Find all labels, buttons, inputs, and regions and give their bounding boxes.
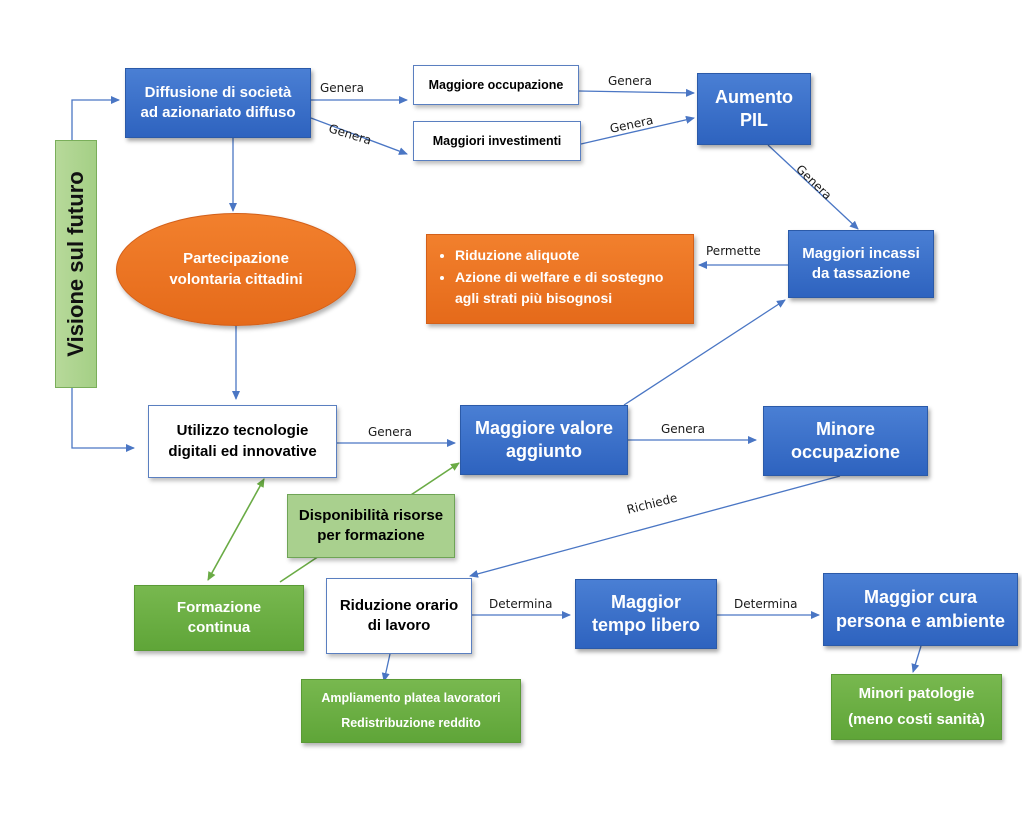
benefits-item-2: Azione di welfare e di sostegno agli str…	[455, 267, 683, 310]
gdp-up-node: Aumento PIL	[697, 73, 811, 145]
arrow-occupation-gdp	[578, 88, 695, 97]
occupation-down-line-2: occupazione	[790, 442, 901, 462]
resources-line-1: Disponibilità risorse	[298, 506, 444, 524]
tax-line-1: Maggiori incassi	[802, 244, 920, 262]
benefits-list: Riduzione aliquote Azione di welfare e d…	[441, 245, 683, 310]
pathologies-node: Minori patologie (meno costi sanità)	[831, 674, 1002, 740]
training-resources-node: Disponibilità risorse per formazione	[287, 494, 455, 558]
occupation-down-node: Minore occupazione	[763, 406, 928, 476]
arrow-diffusion-investments	[310, 117, 408, 155]
participation-line-1: Partecipazione	[183, 250, 289, 268]
edge-label-determina-1: Determina	[489, 597, 553, 611]
workers-line-1: Ampliamento platea lavoratori	[321, 691, 501, 705]
resources-line-2: per formazione	[317, 527, 425, 544]
edge-label-genera-7: Genera	[661, 422, 705, 436]
continuous-training-node: Formazione continua	[134, 585, 304, 651]
gdp-line-1: Aumento	[715, 86, 793, 107]
workers-line-2: Redistribuzione reddito	[341, 716, 481, 730]
occupation-up-node: Maggiore occupazione	[413, 65, 579, 105]
edge-label-permette: Permette	[706, 244, 761, 258]
workers-node: Ampliamento platea lavoratori Redistribu…	[301, 679, 521, 743]
edge-label-determina-2: Determina	[734, 597, 798, 611]
hours-reduction-node: Riduzione orario di lavoro	[326, 578, 472, 654]
edge-label-genera-6: Genera	[368, 425, 412, 439]
diffusion-line-1: Diffusione di società	[144, 83, 292, 101]
arrow-gdp-tax	[767, 144, 859, 230]
participation-line-2: volontaria cittadini	[169, 270, 303, 288]
investments-up-node: Maggiori investimenti	[413, 121, 581, 161]
investments-up-label: Maggiori investimenti	[432, 133, 562, 148]
pathologies-line-1: Minori patologie	[858, 684, 975, 702]
value-line-1: Maggiore valore	[474, 417, 614, 438]
participation-node: Partecipazione volontaria cittadini	[116, 213, 356, 326]
edge-label-genera-3: Genera	[608, 74, 652, 88]
training-line-2: continua	[187, 619, 251, 636]
care-node: Maggior cura persona e ambiente	[823, 573, 1018, 646]
free-time-line-2: tempo libero	[591, 615, 700, 635]
hours-line-2: di lavoro	[367, 617, 431, 634]
training-line-1: Formazione	[176, 598, 262, 616]
arrow-value-tax	[623, 299, 786, 406]
value-line-2: aggiunto	[506, 441, 582, 461]
occupation-down-line-1: Minore	[815, 418, 875, 439]
pathologies-line-2: (meno costi sanità)	[848, 711, 985, 728]
value-added-node: Maggiore valore aggiunto	[460, 405, 628, 475]
arrow-care-pathologies	[911, 645, 922, 673]
free-time-node: Maggior tempo libero	[575, 579, 717, 649]
diffusion-line-2: ad azionariato diffuso	[140, 104, 296, 121]
benefits-node: Riduzione aliquote Azione di welfare e d…	[426, 234, 694, 324]
hours-line-1: Riduzione orario	[339, 596, 459, 614]
vision-label: Visione sul futuro	[63, 171, 88, 357]
arrow-vision-diffusion	[71, 96, 120, 140]
edge-label-genera-1: Genera	[320, 81, 364, 95]
tax-line-2: da tassazione	[811, 265, 911, 282]
diffusion-node: Diffusione di società ad azionariato dif…	[125, 68, 311, 138]
occupation-up-label: Maggiore occupazione	[428, 77, 564, 92]
tax-revenue-node: Maggiori incassi da tassazione	[788, 230, 934, 298]
arrow-hours-workers	[381, 653, 391, 682]
arrow-training-digital	[207, 478, 265, 581]
care-line-1: Maggior cura	[863, 587, 978, 608]
free-time-line-1: Maggior	[611, 591, 681, 612]
digital-tech-node: Utilizzo tecnologie digitali ed innovati…	[148, 405, 337, 478]
arrow-occupationdown-hours	[469, 475, 841, 578]
arrow-vision-digital	[71, 388, 135, 452]
benefits-item-1: Riduzione aliquote	[455, 245, 683, 267]
gdp-line-2: PIL	[739, 110, 768, 130]
care-line-2: persona e ambiente	[835, 610, 1006, 631]
digital-line-1: Utilizzo tecnologie	[176, 422, 309, 440]
vision-node: Visione sul futuro	[55, 140, 97, 388]
arrow-investments-gdp	[580, 115, 695, 145]
digital-line-2: digitali ed innovative	[168, 442, 317, 460]
